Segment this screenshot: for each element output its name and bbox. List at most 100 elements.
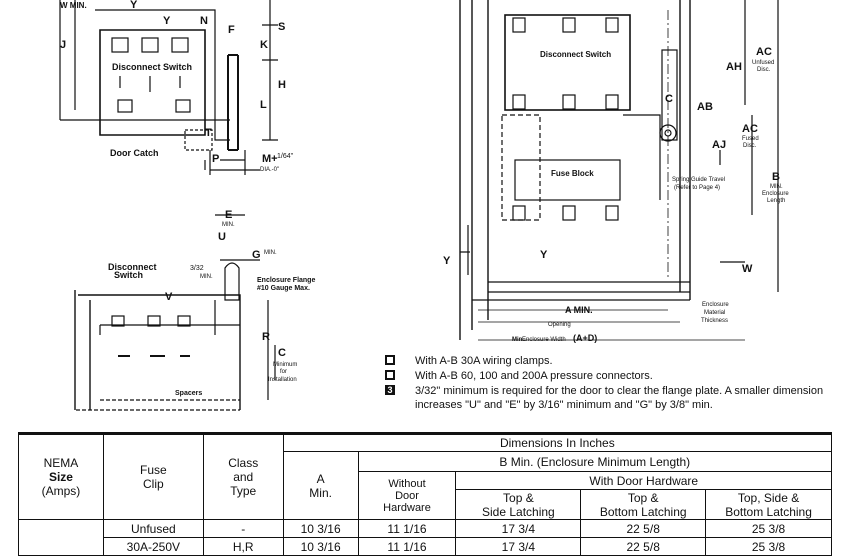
label-min-width: Min <box>512 337 523 343</box>
label-spring-2: (Refer to Page 4) <box>674 185 720 191</box>
label-c-sub1: Minimum <box>273 362 297 368</box>
without-line1: Without <box>388 477 426 490</box>
label-disconnect-switch-top: Disconnect Switch <box>112 62 192 72</box>
header-top-side: Top & Side Latching <box>455 489 582 520</box>
label-h: H <box>278 79 286 91</box>
label-w-min: W MIN. <box>60 1 87 10</box>
label-c-sub3: Installation <box>268 377 297 383</box>
cell-fuse-clip: 30A-250V <box>102 537 204 556</box>
label-ac2: AC <box>742 123 758 135</box>
label-j: J <box>60 39 66 51</box>
label-s: S <box>278 21 285 33</box>
note-3-marker: 3 <box>385 385 395 395</box>
cell-top-side: 17 3/4 <box>455 519 582 538</box>
label-material-1: Enclosure <box>702 302 729 308</box>
label-enclosure-width: Enclosure Width <box>522 337 566 343</box>
header-fuse-clip: Fuse Clip <box>102 432 204 520</box>
label-flange-2: #10 Gauge Max. <box>257 285 310 292</box>
label-material-2: Material <box>704 310 725 316</box>
header-nema-size: NEMA Size (Amps) <box>18 432 104 520</box>
label-t: T <box>205 127 212 139</box>
label-y2-top: Y <box>130 0 138 11</box>
right-view <box>459 0 779 341</box>
label-e: E <box>225 209 232 221</box>
class-type-line2: and <box>233 470 254 484</box>
note-2-marker <box>385 370 395 380</box>
label-n: N <box>200 15 208 27</box>
class-type-line3: Type <box>230 484 257 498</box>
label-aj: AJ <box>712 139 726 151</box>
label-ac1-sub1: Unfused <box>752 60 774 66</box>
fuse-clip-line1: Fuse <box>140 463 167 477</box>
label-b-sub2: Enclosure <box>762 191 789 197</box>
label-dia: DIA.-0" <box>260 167 279 173</box>
nema-line1: NEMA <box>43 456 79 470</box>
label-f: F <box>228 24 235 36</box>
without-line3: Hardware <box>383 501 431 514</box>
header-b-min: B Min. (Enclosure Minimum Length) <box>357 451 833 472</box>
bottom-left-view <box>74 214 276 411</box>
cell-top-side-bottom: 25 3/8 <box>705 519 832 538</box>
cell-top-side-bottom: 25 3/8 <box>705 537 832 556</box>
label-flange-1: Enclosure Flange <box>257 277 315 284</box>
cell-class-type: H,R <box>202 537 284 556</box>
technical-drawing: W MIN. Y Y N S J F K H L T P M+ 1/64" DI… <box>59 0 789 411</box>
label-a-min: A MIN. <box>565 305 593 315</box>
label-disconnect-2: Switch <box>114 270 143 280</box>
note-1-text: With A-B 30A wiring clamps. <box>415 355 553 367</box>
label-k: K <box>260 39 268 51</box>
label-spring-1: Spring Guide Travel <box>672 177 725 183</box>
note-2: With A-B 60, 100 and 200A pressure conne… <box>385 369 845 383</box>
label-cl: C <box>665 93 673 105</box>
top-side-line2: Side Latching <box>482 504 555 519</box>
cell-without: 11 1/16 <box>357 519 457 538</box>
cell-a-min: 10 3/16 <box>282 537 359 556</box>
label-disconnect-right: Disconnect Switch <box>540 50 611 59</box>
label-a-plus-d: (A+D) <box>573 333 597 343</box>
fuse-clip-line2: Clip <box>143 477 164 491</box>
label-y2-right: Y <box>443 255 451 267</box>
label-fuse-block: Fuse Block <box>551 169 594 178</box>
tsb-line1: Top, Side & <box>737 490 800 505</box>
cell-top-bottom: 22 5/8 <box>580 537 707 556</box>
label-3-32: 3/32 <box>190 265 204 272</box>
header-class-type: Class and Type <box>202 432 284 520</box>
note-1: With A-B 30A wiring clamps. <box>385 354 845 368</box>
label-material-3: Thickness <box>701 318 728 324</box>
label-l: L <box>260 99 267 111</box>
note-1-marker <box>385 355 395 365</box>
note-3-text: 3/32" minimum is required for the door t… <box>415 385 824 411</box>
label-e-min: MIN. <box>222 222 235 228</box>
label-m: M+ <box>262 153 278 165</box>
label-disconnect-1: Disconnect <box>108 262 157 272</box>
label-ac2-sub2: Disc. <box>743 143 757 149</box>
tsb-line2: Bottom Latching <box>725 504 812 519</box>
label-c: C <box>278 347 286 359</box>
header-without-door-hardware: Without Door Hardware <box>357 471 457 520</box>
note-2-text: With A-B 60, 100 and 200A pressure conne… <box>415 370 653 382</box>
header-top-bottom: Top & Bottom Latching <box>580 489 707 520</box>
label-spacers: Spacers <box>175 390 202 397</box>
cell-class-type: - <box>202 519 284 538</box>
label-opening: Opening <box>548 322 571 328</box>
dimensions-table: NEMA Size (Amps) Fuse Clip Class and Typ… <box>18 432 833 556</box>
nema-line2: Size <box>48 470 73 484</box>
table-row: 30A-250V H,R 10 3/16 11 1/16 17 3/4 22 5… <box>19 537 832 556</box>
label-p: P <box>212 153 219 165</box>
top-side-line1: Top & <box>503 490 534 505</box>
table-row: Unfused - 10 3/16 11 1/16 17 3/4 22 5/8 … <box>18 519 832 556</box>
notes-list: With A-B 30A wiring clamps. With A-B 60,… <box>385 352 845 412</box>
note-3: 3 3/32" minimum is required for the door… <box>385 384 845 412</box>
top-left-view <box>59 0 278 175</box>
cell-top-bottom: 22 5/8 <box>580 519 707 538</box>
nema-line3: (Amps) <box>41 484 81 498</box>
cell-fuse-clip: Unfused <box>102 519 204 538</box>
top-bottom-line2: Bottom Latching <box>599 504 687 519</box>
label-v: V <box>165 291 173 303</box>
label-g: G <box>252 249 261 261</box>
label-y1-right: Y <box>540 249 548 261</box>
label-b-sub3: Length <box>767 198 785 204</box>
label-ac2-sub1: Fused <box>742 136 759 142</box>
label-r: R <box>262 331 270 343</box>
cell-a-min: 10 3/16 <box>282 519 359 538</box>
